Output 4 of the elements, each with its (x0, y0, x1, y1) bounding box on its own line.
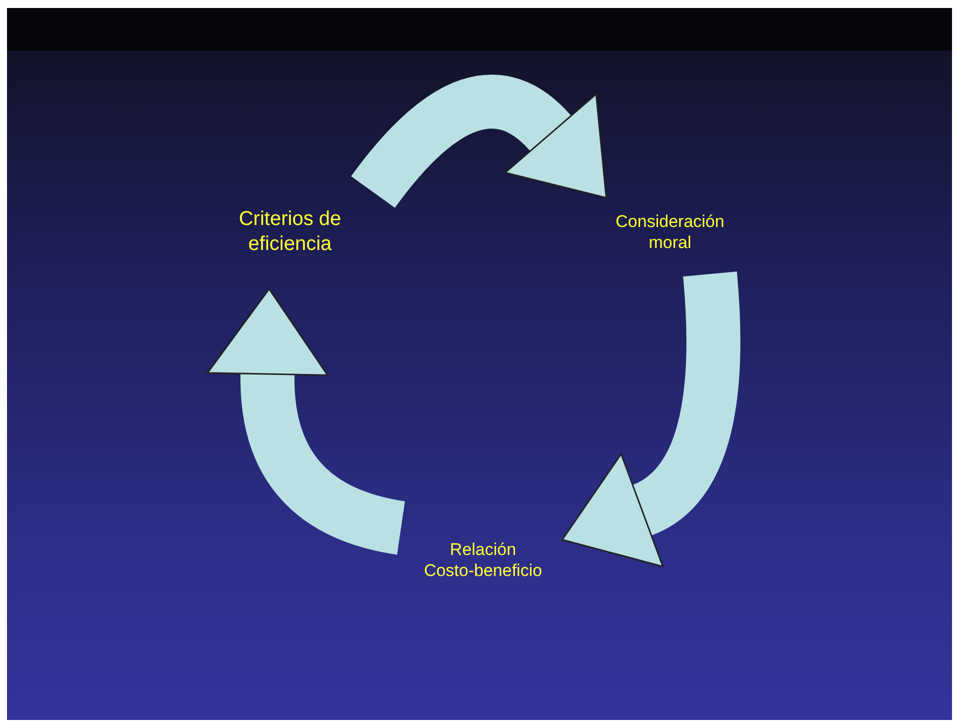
cycle-label: Relación Costo-beneficio (399, 518, 567, 602)
curved-arrow (206, 288, 406, 555)
cycle-label: Consideración moral (597, 190, 743, 274)
cycle-label: Criterios de eficiencia (201, 187, 379, 277)
